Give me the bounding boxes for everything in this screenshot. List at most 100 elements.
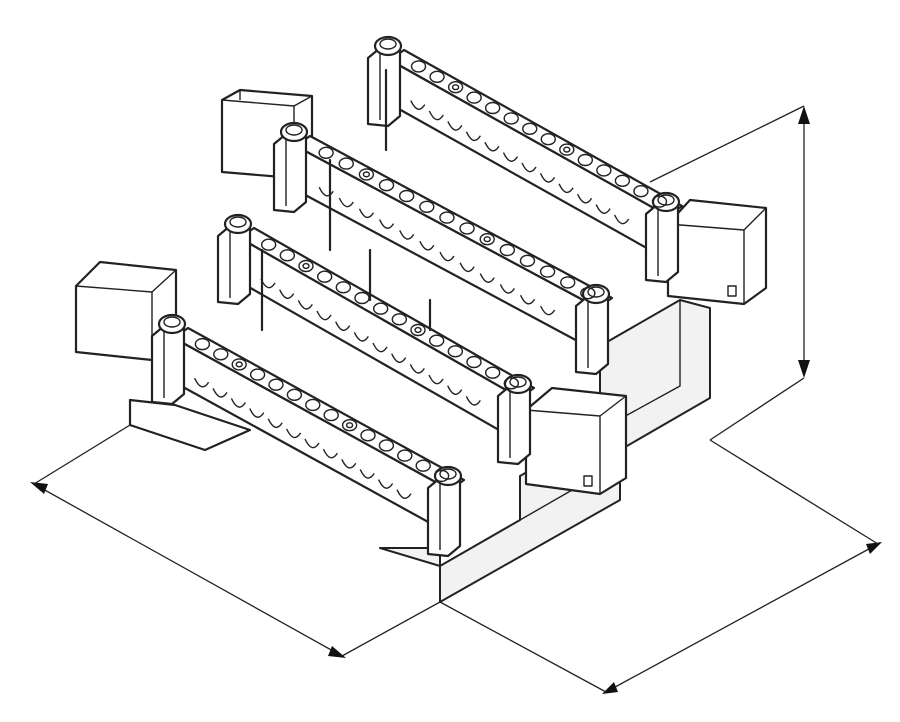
wire-entry — [230, 398, 246, 408]
screw-head — [397, 449, 413, 462]
wire-entry — [304, 438, 320, 449]
screw-head — [580, 287, 596, 300]
wire-entry — [377, 479, 394, 489]
wire-entry — [499, 284, 515, 294]
screw-head — [316, 270, 333, 283]
wire-entry — [519, 294, 536, 305]
wire-entry — [409, 364, 425, 374]
wire-entry — [521, 162, 537, 173]
insulator-cap-top-right — [666, 198, 768, 306]
wire-entry — [193, 377, 210, 388]
bracket-left — [216, 224, 252, 306]
screw-head — [559, 143, 575, 156]
wire-entry — [439, 251, 455, 262]
screw-head — [194, 337, 211, 351]
wire-entry — [539, 173, 556, 183]
busbar-row-1 — [366, 35, 684, 284]
screw-head — [378, 439, 395, 452]
wire-entry — [428, 110, 444, 121]
screw-head — [318, 146, 334, 160]
screw-head — [358, 168, 375, 181]
arrowhead-top — [798, 106, 810, 124]
wire-entry — [372, 342, 388, 353]
screw-head — [577, 153, 594, 167]
wire-entry — [249, 408, 265, 418]
wire-entry — [502, 152, 519, 162]
wire-entry — [465, 131, 481, 142]
wire-entry — [540, 305, 556, 316]
screw-head — [335, 281, 352, 294]
wire-entry — [447, 121, 463, 131]
dimension-lines — [30, 105, 882, 694]
arrowhead-height-bottom — [798, 360, 810, 378]
screw-head — [466, 355, 482, 369]
wire-entry — [410, 100, 426, 110]
screw-head — [429, 70, 445, 84]
screw-head — [428, 334, 445, 347]
arrowhead-depth-back — [866, 542, 882, 554]
wire-entry — [341, 458, 357, 469]
wire-entry — [318, 186, 334, 197]
wire-entry — [391, 353, 407, 363]
screw-head — [651, 195, 668, 208]
screw-head — [539, 265, 556, 278]
wire-entry — [459, 262, 475, 273]
screw-head — [519, 254, 536, 267]
wire-entry — [399, 230, 415, 240]
screw-head — [459, 222, 475, 235]
wire-entry — [484, 141, 500, 152]
arrowhead-depth-front — [602, 682, 618, 694]
screw-head — [268, 378, 284, 391]
wire-entry — [267, 418, 283, 429]
screw-head — [360, 429, 376, 442]
busbar-row-4 — [150, 313, 466, 558]
screw-head — [231, 358, 247, 371]
bracket-right — [644, 202, 680, 284]
wire-entry — [465, 396, 481, 406]
wire-entry — [322, 448, 338, 459]
screw-head — [286, 388, 303, 401]
bracket-left — [272, 132, 308, 214]
screw-head — [341, 419, 358, 432]
bracket-right — [426, 476, 462, 558]
wire-entry — [428, 374, 444, 385]
depth-dimension-line — [605, 543, 879, 693]
screw-head — [298, 259, 314, 273]
screw-head — [522, 122, 538, 136]
screw-head — [419, 200, 435, 214]
screw-head — [540, 132, 556, 146]
insulator-cap-bottom-right — [524, 386, 628, 496]
screw-head — [439, 211, 455, 224]
screw-head — [479, 232, 495, 246]
screw-head — [466, 91, 482, 104]
arrowhead-bottom — [328, 646, 346, 658]
wire-entry — [595, 204, 611, 214]
screw-head — [305, 398, 321, 412]
screw-head — [503, 377, 520, 390]
wire-entry — [558, 183, 574, 194]
wire-entry — [359, 469, 375, 479]
screw-head — [391, 313, 408, 326]
screw-head — [484, 101, 501, 115]
screw-head — [499, 243, 516, 257]
screw-head — [415, 459, 431, 472]
screw-head — [372, 302, 389, 315]
screw-head — [410, 323, 426, 337]
busbar-row-3 — [216, 213, 536, 466]
wire-entry — [378, 219, 395, 229]
screw-head — [484, 366, 501, 379]
busbar-rows — [150, 35, 684, 558]
wire-entry — [297, 300, 313, 310]
screw-head — [378, 178, 395, 192]
wire-entry — [447, 385, 463, 395]
screw-head — [260, 238, 277, 251]
width-dimension-line — [33, 483, 343, 657]
wire-entry — [212, 388, 228, 398]
screw-head — [633, 184, 649, 198]
screw-head — [279, 249, 296, 262]
wire-entry — [479, 273, 495, 283]
screw-head — [410, 60, 427, 73]
bracket-left — [150, 324, 186, 406]
bracket-right — [574, 294, 610, 376]
